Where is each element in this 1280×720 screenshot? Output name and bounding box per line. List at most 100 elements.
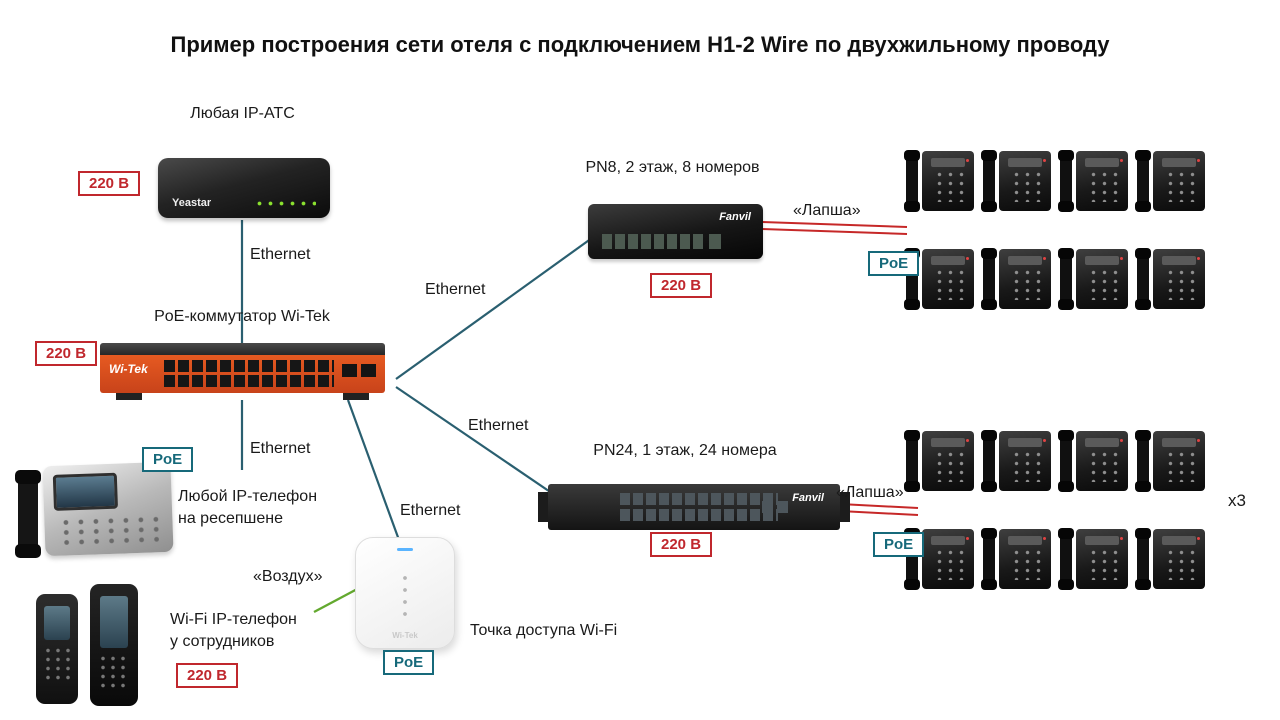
phone-handset-icon (1058, 430, 1074, 492)
phone-handset-icon (1135, 248, 1151, 310)
handset-screen (99, 596, 129, 648)
phone-body (1153, 529, 1205, 589)
power-badge-pbx: 220 В (78, 171, 141, 196)
phone-message-led (1043, 159, 1046, 162)
hotel-room-phone (1135, 526, 1206, 594)
hotel-room-phone (981, 526, 1052, 594)
phone-keypad (1011, 170, 1041, 202)
phone-body (1153, 151, 1205, 211)
hotel-room-phone (981, 428, 1052, 496)
staff-phone-label: Wi-Fi IP-телефон у сотрудников (170, 609, 297, 653)
phone-body (922, 249, 974, 309)
hotel-room-phone (1058, 428, 1129, 496)
phone-screen (931, 158, 965, 167)
phone-keypad (1088, 268, 1118, 300)
phone-message-led (1197, 159, 1200, 162)
phone-message-led (1120, 257, 1123, 260)
ap-vent-dots (403, 572, 407, 618)
pn24-switch-device: Fanvil (538, 484, 850, 530)
phone-message-led (1043, 537, 1046, 540)
wifi-handset-1 (36, 594, 78, 704)
phone-message-led (1043, 257, 1046, 260)
phone-keypad (1011, 268, 1041, 300)
hotel-room-phone (1135, 428, 1206, 496)
phone-body (999, 529, 1051, 589)
phone-handset-icon (1135, 430, 1151, 492)
poe-badge-pn8: PoE (868, 251, 920, 276)
ap-brand-logo: Wi-Tek (392, 631, 418, 640)
phone-message-led (1120, 439, 1123, 442)
hotel-room-phone (1058, 526, 1129, 594)
phone-body (922, 151, 974, 211)
power-badge-pn8: 220 В (650, 273, 713, 298)
phone-screen (1162, 256, 1196, 265)
poe-badge-ap: PoE (383, 650, 435, 675)
switch-sfp-ports (342, 364, 376, 377)
phone-keypad (1165, 548, 1195, 580)
phone-body (922, 529, 974, 589)
pn24-uplink-ports (762, 501, 788, 513)
staff-phone-label-line2: у сотрудников (170, 633, 275, 650)
phone-screen (1162, 536, 1196, 545)
ethernet-label-ap: Ethernet (400, 502, 461, 519)
phone-handset-icon (1135, 150, 1151, 212)
hotel-room-phone (1058, 246, 1129, 314)
pbx-led-indicators (254, 201, 316, 206)
poe-badge-reception: PoE (142, 447, 194, 472)
pn8-uplink-port (709, 234, 721, 249)
switch-port-rows (164, 360, 334, 387)
power-badge-pn24: 220 В (650, 532, 713, 557)
desk-phone-keypad (58, 514, 160, 548)
phone-handset-icon (1058, 528, 1074, 590)
phone-message-led (1197, 537, 1200, 540)
pbx-label: Любая IP-АТС (190, 105, 295, 122)
power-badge-staff: 220 В (176, 663, 239, 688)
air-wire-to-ap (313, 585, 362, 614)
pn24-brand-logo: Fanvil (792, 492, 824, 504)
ap-status-led (397, 548, 413, 551)
phone-handset-icon (1135, 528, 1151, 590)
phone-message-led (1043, 439, 1046, 442)
phone-message-led (1120, 537, 1123, 540)
phone-message-led (966, 439, 969, 442)
phone-message-led (1197, 439, 1200, 442)
handset-screen (44, 606, 70, 640)
lapsha-wire-pn24-a (839, 503, 919, 509)
phone-body (999, 431, 1051, 491)
ip-pbx-device: Yeastar (158, 158, 330, 218)
phone-handset-icon (981, 430, 997, 492)
switch-front-panel: Wi-Tek (100, 355, 385, 393)
phone-body (1076, 431, 1128, 491)
hotel-room-phone (1058, 148, 1129, 216)
reception-phone-label-line1: Любой IP-телефон (178, 488, 318, 505)
phone-body (1153, 431, 1205, 491)
floor1-phones-grid (904, 428, 1213, 594)
lapsha-wire-pn24-b (839, 510, 919, 516)
pn8-label: PN8, 2 этаж, 8 номеров (585, 159, 760, 176)
poe-badge-pn24: PoE (873, 532, 925, 557)
pn8-brand-logo: Fanvil (719, 211, 751, 223)
phone-handset-icon (904, 430, 920, 492)
ethernet-label-pn24: Ethernet (468, 417, 529, 434)
phone-keypad (934, 170, 964, 202)
hotel-room-phone (1135, 246, 1206, 314)
phone-screen (931, 256, 965, 265)
reception-phone-label: Любой IP-телефон на ресепшене (178, 486, 317, 530)
phone-handset-icon (1058, 248, 1074, 310)
wire-switch-to-ap (346, 399, 405, 552)
hotel-room-phone (904, 526, 975, 594)
phone-screen (931, 438, 965, 447)
phone-body (1153, 249, 1205, 309)
phone-handset-icon (981, 248, 997, 310)
ethernet-label-pn8: Ethernet (425, 281, 486, 298)
phone-handset-icon (904, 150, 920, 212)
phone-screen (1008, 438, 1042, 447)
phone-keypad (1165, 268, 1195, 300)
phone-screen (1008, 536, 1042, 545)
phone-screen (1085, 438, 1119, 447)
ap-label: Точка доступа Wi-Fi (470, 622, 618, 639)
phone-message-led (966, 159, 969, 162)
phone-keypad (1165, 170, 1195, 202)
pn24-label: PN24, 1 этаж, 24 номера (593, 442, 777, 459)
